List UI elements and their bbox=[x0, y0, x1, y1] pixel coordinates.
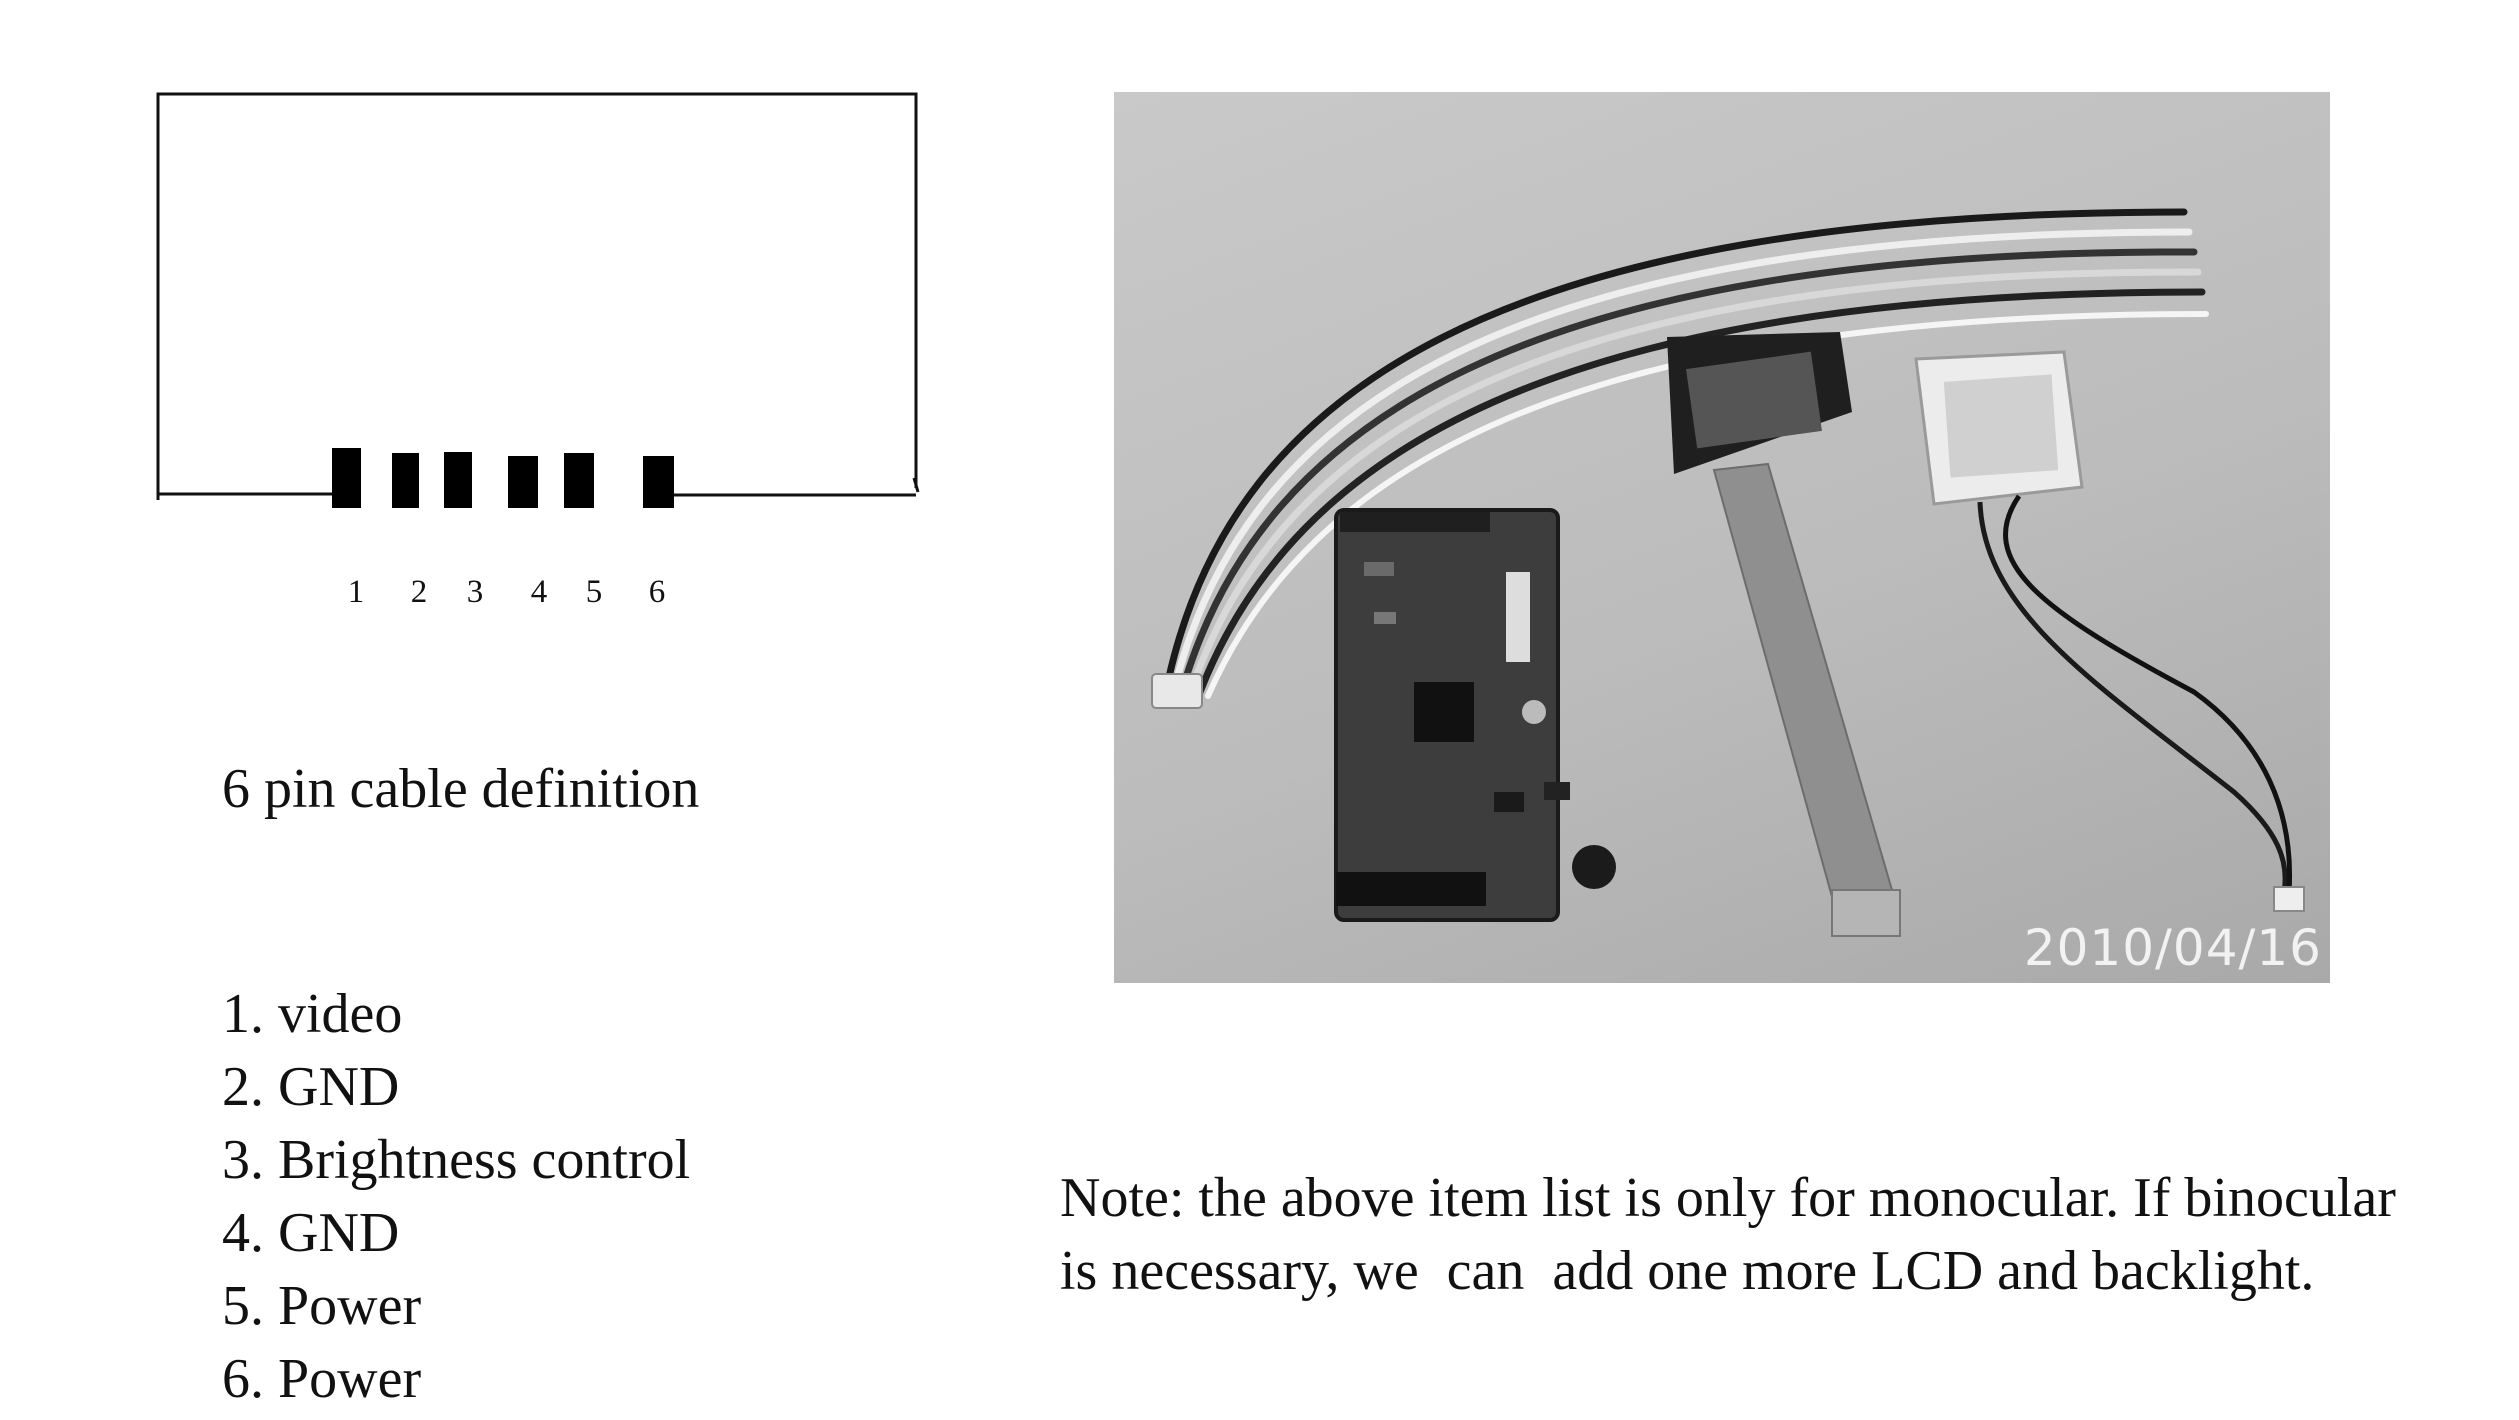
pin-6 bbox=[643, 456, 674, 508]
product-photo: 2010/04/16 bbox=[1114, 92, 2330, 983]
pin-definition-item: 5. Power bbox=[222, 1275, 422, 1337]
connector-diagram bbox=[156, 92, 920, 508]
pin-definition-item: 1. video bbox=[222, 983, 403, 1045]
pin-2 bbox=[392, 453, 419, 508]
pin-definition-list: 1. video 2. GND 3. Brightness control 4.… bbox=[222, 978, 690, 1416]
pin-number-1: 1 bbox=[347, 574, 365, 610]
pin-4 bbox=[508, 456, 538, 508]
monocular-note: Note: the above item list is only for mo… bbox=[1060, 1162, 2510, 1308]
pin-number-2: 2 bbox=[410, 574, 428, 610]
pin-definition-item: 4. GND bbox=[222, 1202, 400, 1264]
wire-connector bbox=[1151, 673, 1203, 709]
note-line-2: is necessary, we can add one more LCD an… bbox=[1060, 1240, 2315, 1302]
connector-tick-right bbox=[912, 477, 920, 493]
photo-date-stamp: 2010/04/16 bbox=[2023, 919, 2322, 977]
pin-3 bbox=[444, 452, 472, 508]
pin-definition-item: 3. Brightness control bbox=[222, 1129, 691, 1191]
note-line-1: Note: the above item list is only for mo… bbox=[1060, 1167, 2396, 1229]
pcb-board bbox=[1334, 508, 1616, 922]
lcd-module bbox=[1667, 332, 1901, 937]
pin-number-3: 3 bbox=[466, 574, 484, 610]
pin-5 bbox=[564, 453, 594, 508]
pin-1 bbox=[332, 448, 361, 508]
backlight-module bbox=[1914, 350, 2305, 912]
connector-outline bbox=[156, 92, 918, 495]
product-photo-illustration bbox=[1151, 208, 2305, 937]
pin-number-5: 5 bbox=[585, 574, 603, 610]
diagram-caption: 6 pin cable definition bbox=[222, 758, 700, 820]
pin-number-6: 6 bbox=[648, 574, 666, 610]
pin-definition-item: 2. GND bbox=[222, 1056, 400, 1118]
wire-bundle bbox=[1165, 208, 2209, 699]
pin-definition-item: 6. Power bbox=[222, 1348, 422, 1410]
pin-number-4: 4 bbox=[530, 574, 548, 610]
